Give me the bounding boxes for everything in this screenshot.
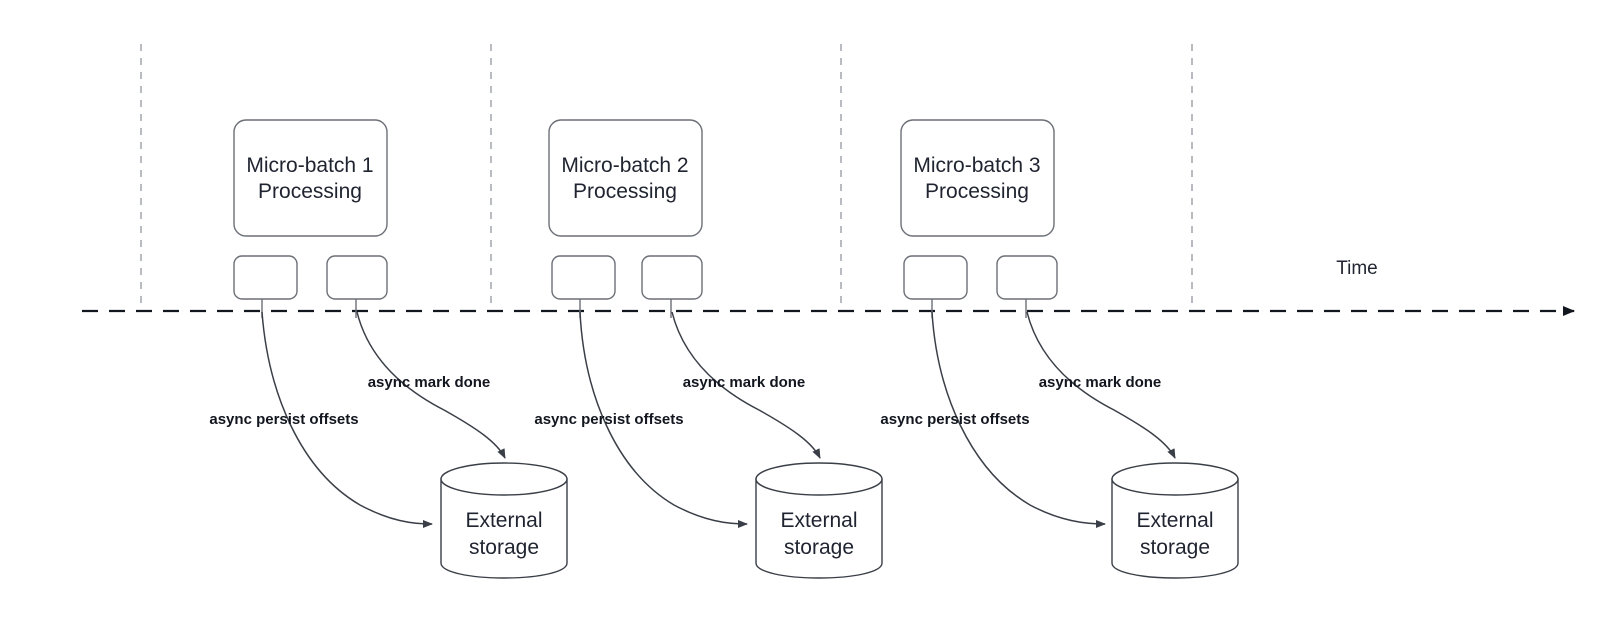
micro-batch-2-markdone-label: async mark done [683, 374, 806, 391]
micro-batch-3-markdone-task-box[interactable] [996, 255, 1058, 300]
micro-batch-3-external-storage[interactable]: External storage [1111, 462, 1239, 579]
micro-batch-1-group: Micro-batch 1 Processing async persist o… [209, 119, 568, 579]
micro-batch-2-markdone-arrow [671, 311, 821, 459]
micro-batch-1-markdone-task-box[interactable] [326, 255, 388, 300]
micro-batch-2-processing-box[interactable] [548, 119, 703, 237]
micro-batch-2-persist-arrow [579, 311, 748, 528]
micro-batch-2-storage-line2: storage [784, 536, 854, 559]
micro-batch-1-persist-task-box[interactable] [233, 255, 298, 300]
micro-batch-3-title-line2: Processing [925, 180, 1029, 203]
micro-batch-1-title-line1: Micro-batch 1 [246, 154, 373, 177]
micro-batch-1-external-storage[interactable]: External storage [440, 462, 568, 579]
micro-batch-1-persist-label: async persist offsets [209, 411, 358, 428]
micro-batch-2-persist-task-box[interactable] [551, 255, 616, 300]
micro-batch-1-markdone-arrow [356, 311, 506, 459]
micro-batch-1-persist-arrow [261, 311, 433, 528]
micro-batch-3-storage-line1: External [1136, 509, 1213, 532]
micro-batch-1-storage-line1: External [465, 509, 542, 532]
micro-batch-2-title-line1: Micro-batch 2 [561, 154, 688, 177]
micro-batch-3-storage-line2: storage [1140, 536, 1210, 559]
time-axis-label: Time [1336, 258, 1378, 279]
micro-batch-2-title-line2: Processing [573, 180, 677, 203]
micro-batch-1-title-line2: Processing [258, 180, 362, 203]
micro-batch-3-persist-task-box[interactable] [903, 255, 968, 300]
micro-batch-3-group: Micro-batch 3 Processing async persist o… [880, 119, 1239, 579]
batch-boundary-ticks [140, 44, 1193, 312]
micro-batch-2-markdone-task-box[interactable] [641, 255, 703, 300]
micro-batch-3-title-line1: Micro-batch 3 [913, 154, 1040, 177]
micro-batch-3-persist-label: async persist offsets [880, 411, 1029, 428]
micro-batch-3-persist-arrow [931, 311, 1106, 528]
micro-batch-2-persist-label: async persist offsets [534, 411, 683, 428]
micro-batch-3-markdone-label: async mark done [1039, 374, 1162, 391]
micro-batch-1-markdone-label: async mark done [368, 374, 491, 391]
micro-batch-3-markdone-arrow [1026, 311, 1176, 459]
micro-batch-3-processing-box[interactable] [900, 119, 1055, 237]
micro-batch-2-storage-line1: External [780, 509, 857, 532]
micro-batch-1-processing-box[interactable] [233, 119, 388, 237]
micro-batch-1-storage-line2: storage [469, 536, 539, 559]
micro-batch-2-group: Micro-batch 2 Processing async persist o… [534, 119, 883, 579]
micro-batch-2-external-storage[interactable]: External storage [755, 462, 883, 579]
